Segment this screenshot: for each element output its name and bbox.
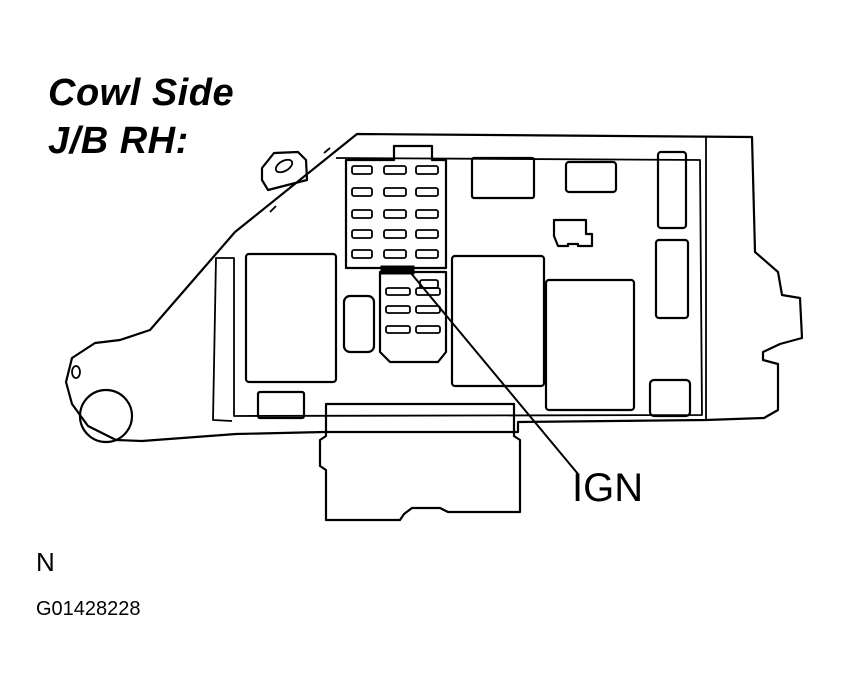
relay-block-right (544, 278, 636, 412)
relay-slot-top-2 (564, 160, 618, 194)
fuse-slot-right-tall (656, 150, 688, 230)
mounting-tab-top-hole (274, 158, 294, 174)
fuse-slot-right-mid (654, 238, 690, 320)
relay-block-left-small (342, 294, 376, 354)
relay-slot-top-1 (470, 156, 536, 200)
relay-block-left (244, 252, 338, 384)
fuse-panel-lower (378, 270, 448, 364)
small-slot-bottom-left (256, 390, 306, 420)
bracket-small-hole (71, 365, 81, 379)
bottom-connector (318, 402, 522, 522)
diagram-title-line-2: J/B RH: (48, 120, 189, 162)
housing-inner-wall (212, 157, 703, 422)
fuse-slot-grid-upper (351, 165, 439, 259)
bracket-large-hole (78, 388, 134, 444)
fuse-slot-grid-lower (385, 279, 441, 334)
fuse-panel-upper (344, 144, 448, 270)
junction-block-housing (64, 132, 804, 443)
view-letter-label: N (36, 547, 55, 577)
figure-code-label: G01428228 (36, 598, 141, 620)
mounting-tab-top (260, 150, 309, 192)
diagram-title-line-1: Cowl Side (48, 72, 235, 114)
ign-callout-label: IGN (572, 466, 644, 510)
relay-block-center (450, 254, 546, 388)
small-slot-bottom-right (648, 378, 692, 418)
ign-callout-leader (409, 271, 579, 475)
connector-key-shape (552, 218, 594, 248)
ign-fuse (380, 265, 415, 275)
